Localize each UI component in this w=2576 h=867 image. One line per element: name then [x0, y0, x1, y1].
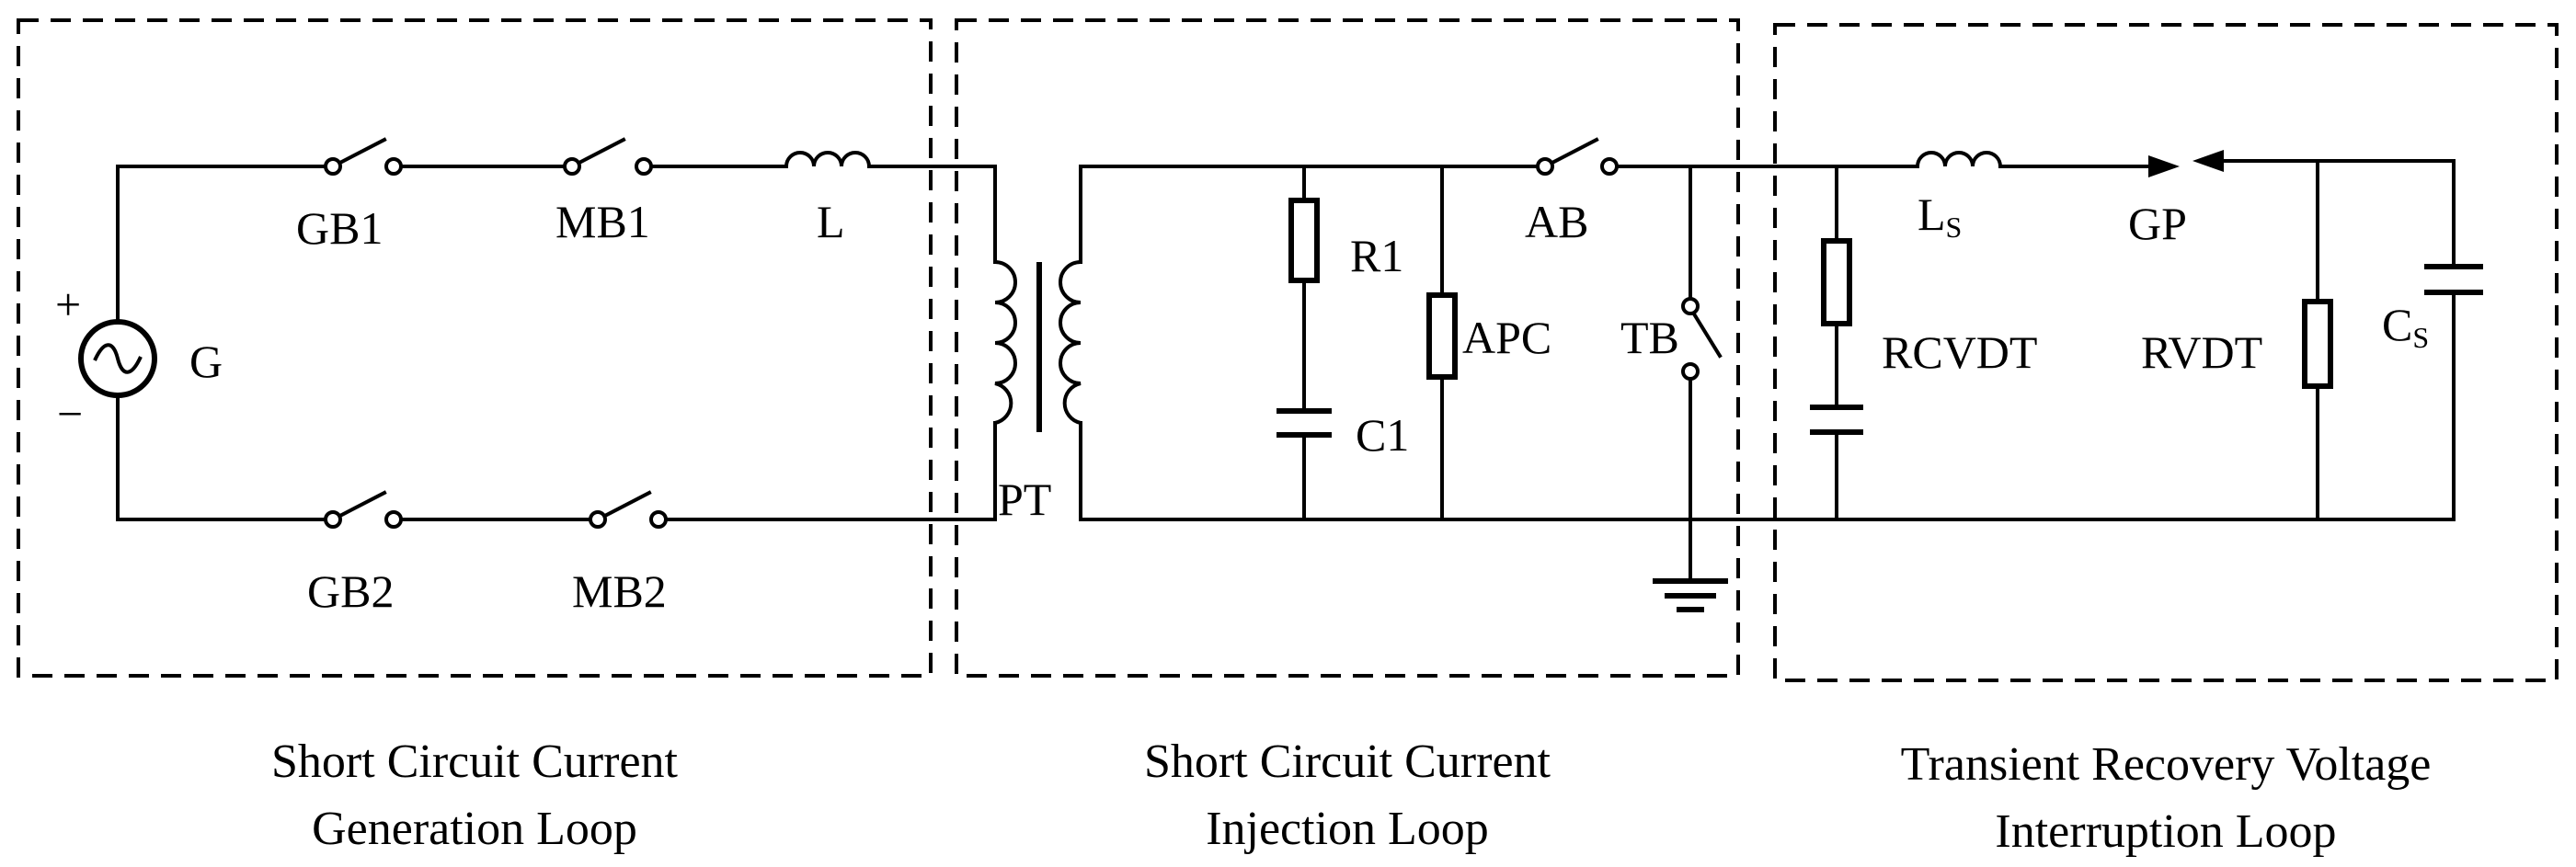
generator-label: G — [189, 336, 223, 387]
switch-tb — [1681, 297, 1723, 381]
switch-mb2 — [589, 490, 668, 529]
inductor-ls — [1916, 151, 2002, 167]
generator-minus: − — [57, 388, 83, 439]
capacitor-c1 — [1277, 408, 1332, 438]
apc-label: APC — [1462, 312, 1551, 363]
transformer-pt — [994, 260, 1082, 432]
loop-caption-interruption-line1: Transient Recovery Voltage — [1901, 738, 2432, 791]
loop-caption-interruption-line2: Interruption Loop — [1995, 805, 2336, 858]
loop-caption-generation-line2: Generation Loop — [312, 803, 637, 855]
rcvdt-label: RCVDT — [1882, 326, 2037, 378]
switch-gb2 — [324, 490, 403, 529]
ab-label: AB — [1525, 196, 1588, 247]
gb1-label: GB1 — [296, 202, 383, 254]
switch-mb1 — [563, 137, 653, 176]
gp-label: GP — [2128, 198, 2187, 249]
tb-label: TB — [1620, 312, 1679, 363]
injection-loop-box — [955, 18, 1740, 678]
gb2-label: GB2 — [307, 565, 394, 617]
mb2-label: MB2 — [572, 565, 667, 617]
generation-loop-wires — [116, 165, 997, 521]
resistor-rvdt — [2302, 299, 2333, 389]
cs-label: CS — [2382, 299, 2429, 354]
c1-label: C1 — [1356, 409, 1409, 461]
generation-loop-box — [17, 18, 933, 678]
resistor-rcvdt — [1821, 238, 1852, 326]
capacitor-cs — [2424, 264, 2483, 295]
generator-g — [78, 319, 157, 398]
ground-icon — [1653, 578, 1728, 612]
gp-arrow-left — [2192, 150, 2224, 172]
switch-gb1 — [324, 137, 403, 176]
inductor-ls-label: LS — [1918, 188, 1962, 244]
loop-caption-injection-line2: Injection Loop — [1206, 803, 1489, 855]
loop-caption-injection-line1: Short Circuit Current — [1144, 736, 1551, 788]
resistor-apc — [1426, 292, 1458, 380]
injection-loop-wires — [1079, 165, 2338, 581]
resistor-r1 — [1288, 198, 1320, 283]
generator-plus: + — [55, 279, 81, 330]
r1-label: R1 — [1350, 230, 1403, 281]
loop-caption-generation-line1: Short Circuit Current — [271, 736, 679, 788]
inductor-l-label: L — [817, 196, 845, 247]
interruption-loop-wires — [1835, 159, 2456, 521]
switch-ab — [1536, 137, 1619, 176]
interruption-loop-box — [1773, 23, 2559, 682]
rvdt-label: RVDT — [2141, 326, 2262, 378]
mb1-label: MB1 — [555, 196, 650, 247]
pt-label: PT — [998, 473, 1051, 525]
capacitor-rcvdt — [1810, 405, 1863, 435]
gp-arrow-right — [2148, 155, 2180, 177]
inductor-l — [784, 151, 871, 167]
